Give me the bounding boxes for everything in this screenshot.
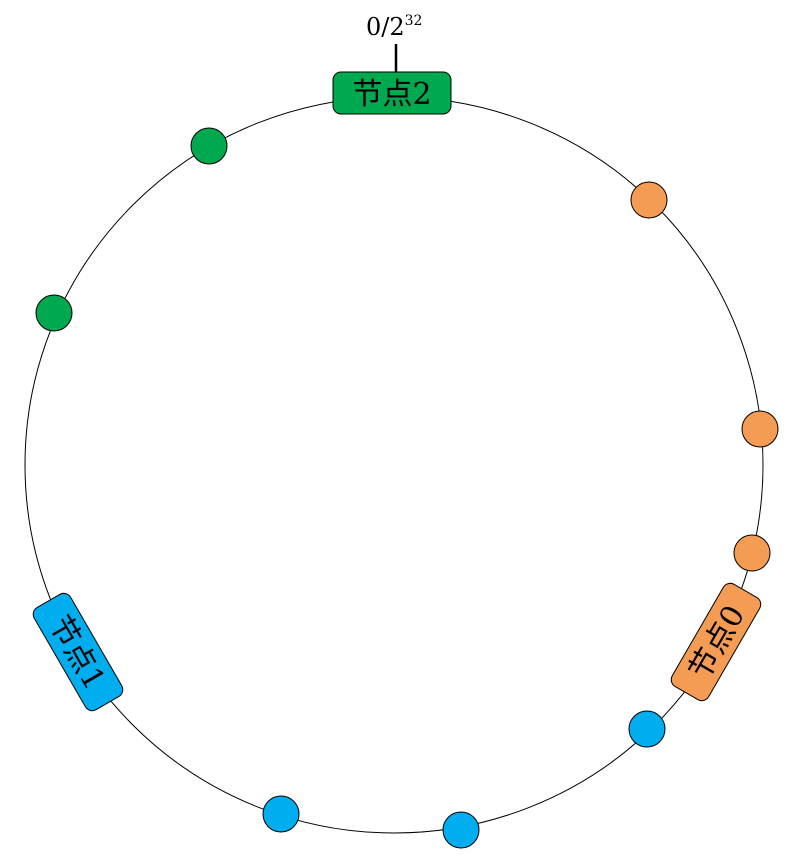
node-2-box <box>332 71 452 115</box>
node-0-box <box>670 582 762 702</box>
node-2-label: 节点2 <box>352 77 431 112</box>
node-1-box <box>32 592 124 712</box>
node-1: 节点1 <box>32 592 124 712</box>
node-0: 节点0 <box>670 582 762 702</box>
node-2: 节点2 <box>332 71 452 115</box>
virtual-node-5 <box>733 534 771 572</box>
virtual-node-7 <box>262 795 300 833</box>
virtual-node-6 <box>628 710 666 748</box>
virtual-node-2 <box>35 294 73 332</box>
ring-origin-label-exponent: 32 <box>405 13 423 29</box>
ring-origin-label: 0/232 <box>366 13 422 41</box>
virtual-node-4 <box>741 410 779 448</box>
virtual-node-3 <box>630 181 668 219</box>
virtual-nodes <box>35 127 779 849</box>
ring-origin-label-base: 0/2 <box>366 13 405 41</box>
virtual-node-1 <box>190 127 228 165</box>
virtual-node-8 <box>442 811 480 849</box>
